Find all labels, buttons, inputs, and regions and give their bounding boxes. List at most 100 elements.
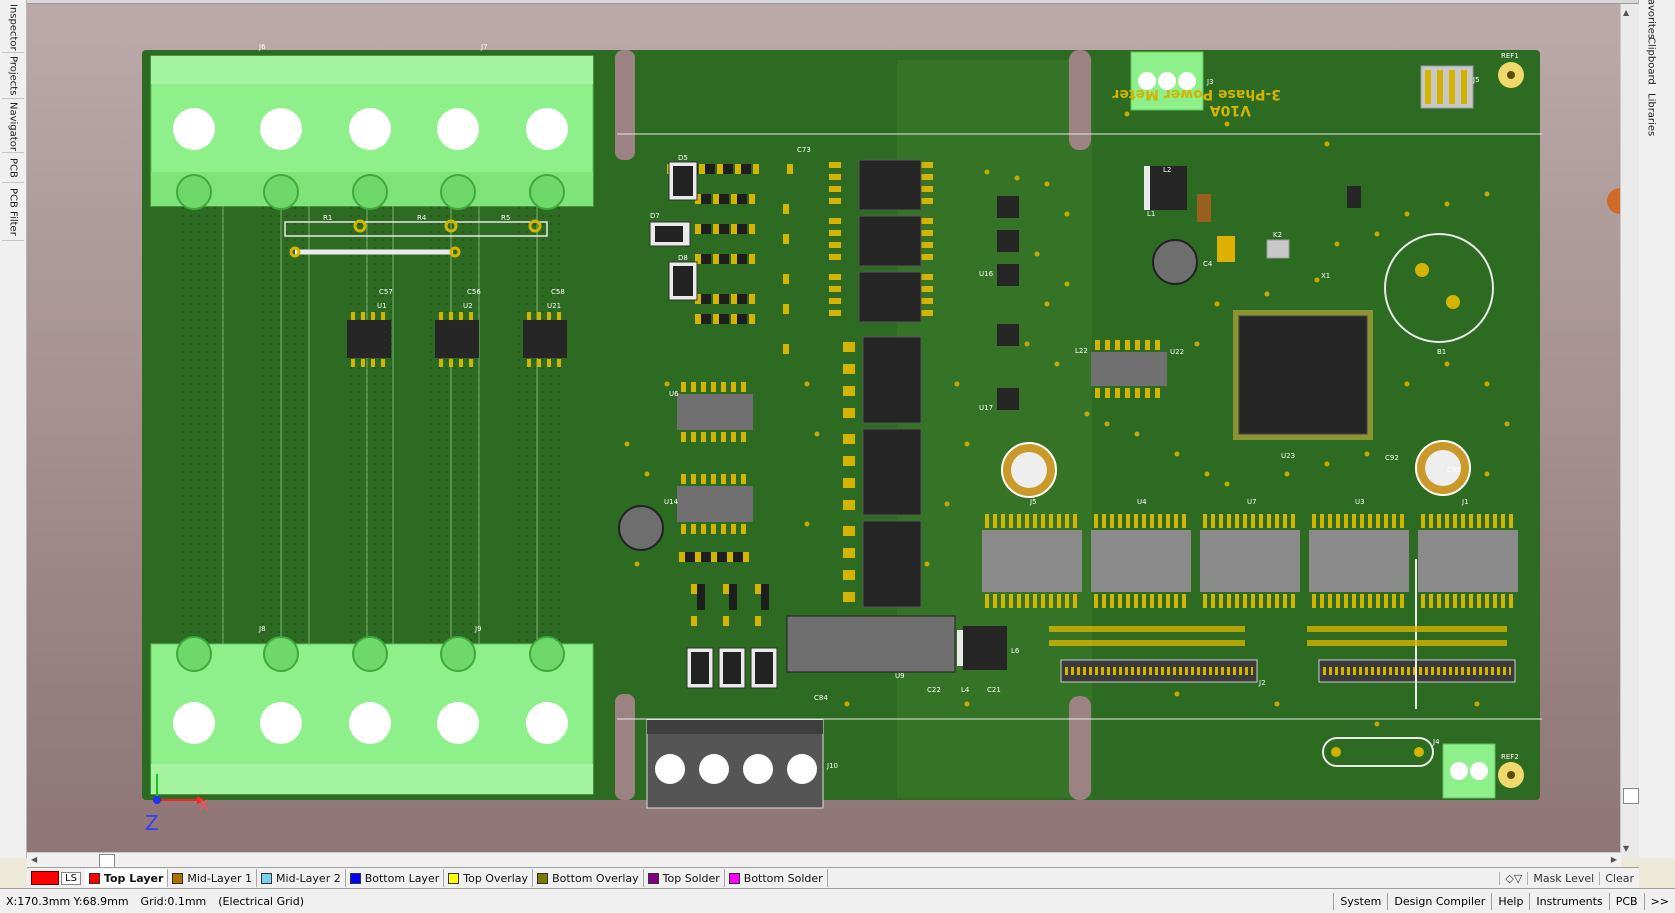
label-j9: J9 — [474, 625, 482, 633]
pcb-view[interactable]: J6 J7 J8 J9 J10 J3 J5 J5 U4 U7 U3 J1 J2 … — [27, 4, 1637, 854]
panel-tab-libraries[interactable]: Libraries — [1645, 93, 1657, 137]
resistor-array — [1049, 626, 1507, 646]
layer-tabs-bar: LS Top Layer Mid-Layer 1 Mid-Layer 2 Bot… — [27, 867, 1639, 888]
mcu-u23 — [1233, 310, 1373, 440]
layer-swatch — [88, 872, 100, 884]
crystal-outline — [1322, 737, 1434, 767]
label-j6: J6 — [258, 43, 266, 51]
status-more-button[interactable]: >> — [1643, 892, 1675, 910]
current-layer-color — [31, 871, 59, 885]
panel-tab-pcb[interactable]: PCB — [2, 154, 24, 183]
layer-set-indicator[interactable]: LS — [31, 871, 81, 885]
status-button-pcb[interactable]: PCB — [1608, 892, 1644, 910]
label-u4: U4 — [1137, 498, 1147, 506]
driver-ics-row — [982, 514, 1518, 608]
label-j7: J7 — [480, 43, 488, 51]
inductor-l1 — [1152, 239, 1198, 285]
connector-j4[interactable] — [1442, 743, 1496, 799]
status-button-design-compiler[interactable]: Design Compiler — [1387, 892, 1491, 910]
panel-tab-projects[interactable]: Projects — [2, 54, 24, 99]
horizontal-scrollbar[interactable]: ◀ ▶ — [27, 852, 1621, 868]
terminal-j10[interactable] — [646, 719, 824, 809]
panel-tab-navigator[interactable]: Navigator — [2, 100, 24, 153]
scroll-up-icon[interactable]: ▲ — [1623, 8, 1630, 17]
header-j5[interactable] — [1420, 65, 1474, 109]
label-c57: C57 — [379, 288, 393, 296]
label-j2: J2 — [1258, 679, 1266, 687]
ribbon-connectors[interactable] — [1060, 559, 1516, 709]
pcb-board — [142, 50, 1542, 800]
layer-tab-mid-layer-2[interactable]: Mid-Layer 2 — [257, 869, 346, 887]
layer-tab-bottom-layer[interactable]: Bottom Layer — [346, 869, 445, 887]
layer-tab-top-overlay[interactable]: Top Overlay — [444, 869, 534, 887]
label-j10: J10 — [826, 762, 838, 770]
panel-tab-favorites[interactable]: Favorites — [1645, 0, 1657, 40]
top-strip — [0, 0, 1675, 4]
scroll-left-icon[interactable]: ◀ — [31, 855, 38, 864]
label-u22: U22 — [1170, 348, 1184, 356]
panel-tab-pcb-filter[interactable]: PCB Filter — [2, 184, 24, 241]
connector-j3[interactable] — [1130, 51, 1204, 111]
terminal-block-bottom[interactable] — [150, 636, 594, 795]
pcb-canvas[interactable]: J6 J7 J8 J9 J10 J3 J5 J5 U4 U7 U3 J1 J2 … — [27, 4, 1637, 854]
analog-frontend — [618, 161, 793, 689]
label-r5: R5 — [501, 214, 510, 222]
layer-scroll-arrows-icon[interactable]: ◇▽ — [1499, 871, 1527, 885]
label-j5: J5 — [1029, 498, 1037, 506]
label-c58: C58 — [551, 288, 565, 296]
status-button-system[interactable]: System — [1333, 892, 1387, 910]
origin-axes-icon: Z X — [145, 774, 209, 835]
layer-tab-label: Mid-Layer 2 — [276, 871, 341, 885]
layer-tab-top-layer[interactable]: Top Layer — [84, 869, 169, 887]
layer-tab-mid-layer-1[interactable]: Mid-Layer 1 — [168, 869, 258, 887]
optocoupler-array — [829, 159, 933, 608]
label-j8: J8 — [258, 625, 266, 633]
panel-tab-inspector[interactable]: Inspector — [2, 2, 24, 53]
label-u21: U21 — [547, 302, 561, 310]
electrolytic-caps — [1001, 440, 1471, 498]
status-button-instruments[interactable]: Instruments — [1529, 892, 1608, 910]
label-u17: U17 — [979, 404, 993, 412]
board-title: 3-Phase Power Meter — [1112, 86, 1281, 102]
layer-tab-top-solder[interactable]: Top Solder — [644, 869, 725, 887]
horizontal-scroll-thumb[interactable] — [99, 854, 115, 868]
label-c22: C22 — [927, 686, 941, 694]
shunt-resistors — [284, 219, 548, 258]
board-title-group: 3-Phase Power Meter V10A — [1112, 86, 1281, 118]
terminal-block-top[interactable] — [150, 55, 594, 210]
label-u3: U3 — [1355, 498, 1365, 506]
layer-tab-bottom-overlay[interactable]: Bottom Overlay — [533, 869, 644, 887]
status-button-help[interactable]: Help — [1491, 892, 1529, 910]
label-l22: L22 — [1075, 347, 1088, 355]
vertical-scroll-thumb[interactable] — [1623, 788, 1639, 804]
scroll-right-icon[interactable]: ▶ — [1610, 855, 1617, 864]
label-u9: U9 — [895, 672, 905, 680]
board-version: V10A — [1210, 102, 1251, 118]
label-c56: C56 — [467, 288, 481, 296]
label-c84: C84 — [814, 694, 828, 702]
scroll-down-icon[interactable]: ▼ — [1623, 844, 1630, 853]
vertical-scrollbar[interactable]: ▲ ▼ — [1620, 4, 1639, 858]
label-u2: U2 — [463, 302, 473, 310]
layer-tab-label: Bottom Overlay — [552, 871, 639, 885]
cap-c16 — [1197, 194, 1211, 222]
layer-swatch — [728, 872, 740, 884]
label-j4: J4 — [1432, 738, 1440, 746]
vias — [624, 111, 1510, 727]
battery-b1 — [1384, 233, 1494, 343]
grid-type: (Electrical Grid) — [218, 894, 304, 908]
layer-swatch — [647, 872, 659, 884]
label-c83: C83 — [1447, 466, 1461, 474]
ls-button[interactable]: LS — [61, 871, 81, 885]
layer-tab-bottom-solder[interactable]: Bottom Solder — [725, 869, 828, 887]
layer-tab-label: Top Solder — [662, 871, 720, 885]
label-b1: B1 — [1437, 348, 1446, 356]
clear-button[interactable]: Clear — [1599, 871, 1639, 885]
label-c4: C4 — [1203, 260, 1213, 268]
svg-text:Z: Z — [145, 811, 159, 835]
layer-bar-controls: ◇▽ Mask Level Clear — [1499, 871, 1639, 885]
panel-tab-clipboard[interactable]: Clipboard — [1645, 37, 1657, 85]
label-ref1: REF1 — [1501, 52, 1519, 60]
mask-level-button[interactable]: Mask Level — [1527, 871, 1599, 885]
left-panel-dock: Inspector Projects Navigator PCB PCB Fil… — [0, 0, 27, 858]
